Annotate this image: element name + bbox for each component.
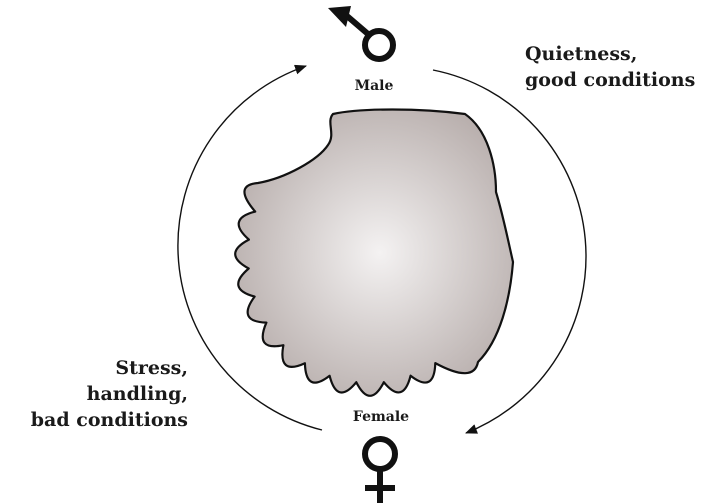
male-symbol-icon	[328, 6, 393, 59]
to-male-conditions-line1: Quietness,	[525, 43, 637, 65]
female-symbol-icon	[365, 439, 395, 503]
to-female-conditions-line3: bad conditions	[31, 409, 188, 431]
organism-shape	[235, 110, 513, 396]
male-label: Male	[355, 78, 394, 94]
to-female-conditions-line2: handling,	[87, 383, 188, 405]
to-female-conditions-line1: Stress,	[115, 357, 188, 379]
to-male-conditions-line2: good conditions	[525, 69, 695, 91]
female-label: Female	[353, 409, 409, 425]
